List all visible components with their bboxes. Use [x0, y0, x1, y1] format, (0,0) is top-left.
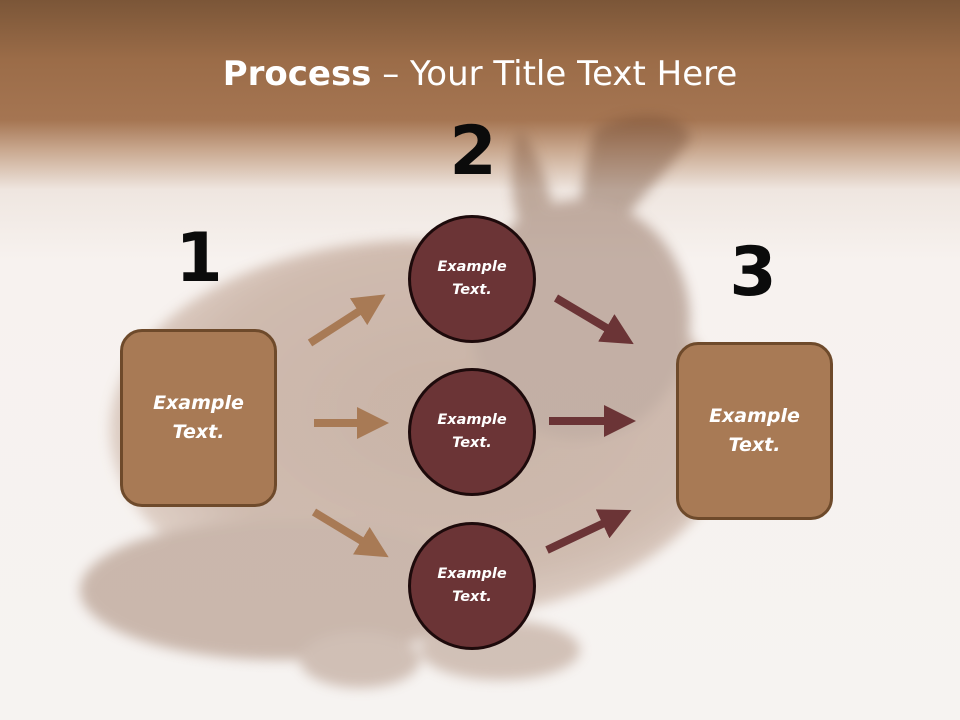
circle-bottom-text-line1: Example — [437, 566, 507, 582]
step-2-circle-top: Example Text. — [408, 215, 536, 343]
step-2-circle-middle: Example Text. — [408, 368, 536, 496]
circle-top-text-line2: Text. — [452, 282, 492, 298]
arrow-bottom-to-3 — [545, 509, 632, 554]
step-2-circle-bottom: Example Text. — [408, 522, 536, 650]
step-1-text-line2: Text. — [172, 421, 225, 443]
circle-middle-text-line2: Text. — [452, 435, 492, 451]
arrow-1-to-bottom — [311, 508, 389, 558]
step-1-box: Example Text. — [120, 329, 277, 507]
step-1-text-line1: Example — [153, 392, 244, 414]
step-number-2: 2 — [449, 112, 497, 191]
step-3-text-line2: Text. — [728, 434, 781, 456]
title-bold: Process — [222, 54, 372, 94]
step-3-box: Example Text. — [676, 342, 833, 520]
circle-top-text-line1: Example — [437, 259, 507, 275]
title-rest: – Your Title Text Here — [371, 54, 738, 94]
circle-middle-text-line1: Example — [437, 412, 507, 428]
arrow-top-to-3 — [553, 294, 634, 345]
step-number-1: 1 — [175, 219, 223, 298]
step-3-text-line1: Example — [709, 405, 800, 427]
slide-title: Process – Your Title Text Here — [0, 50, 960, 98]
step-number-3: 3 — [729, 233, 777, 312]
circle-bottom-text-line2: Text. — [452, 589, 492, 605]
arrow-1-to-top — [307, 294, 386, 347]
